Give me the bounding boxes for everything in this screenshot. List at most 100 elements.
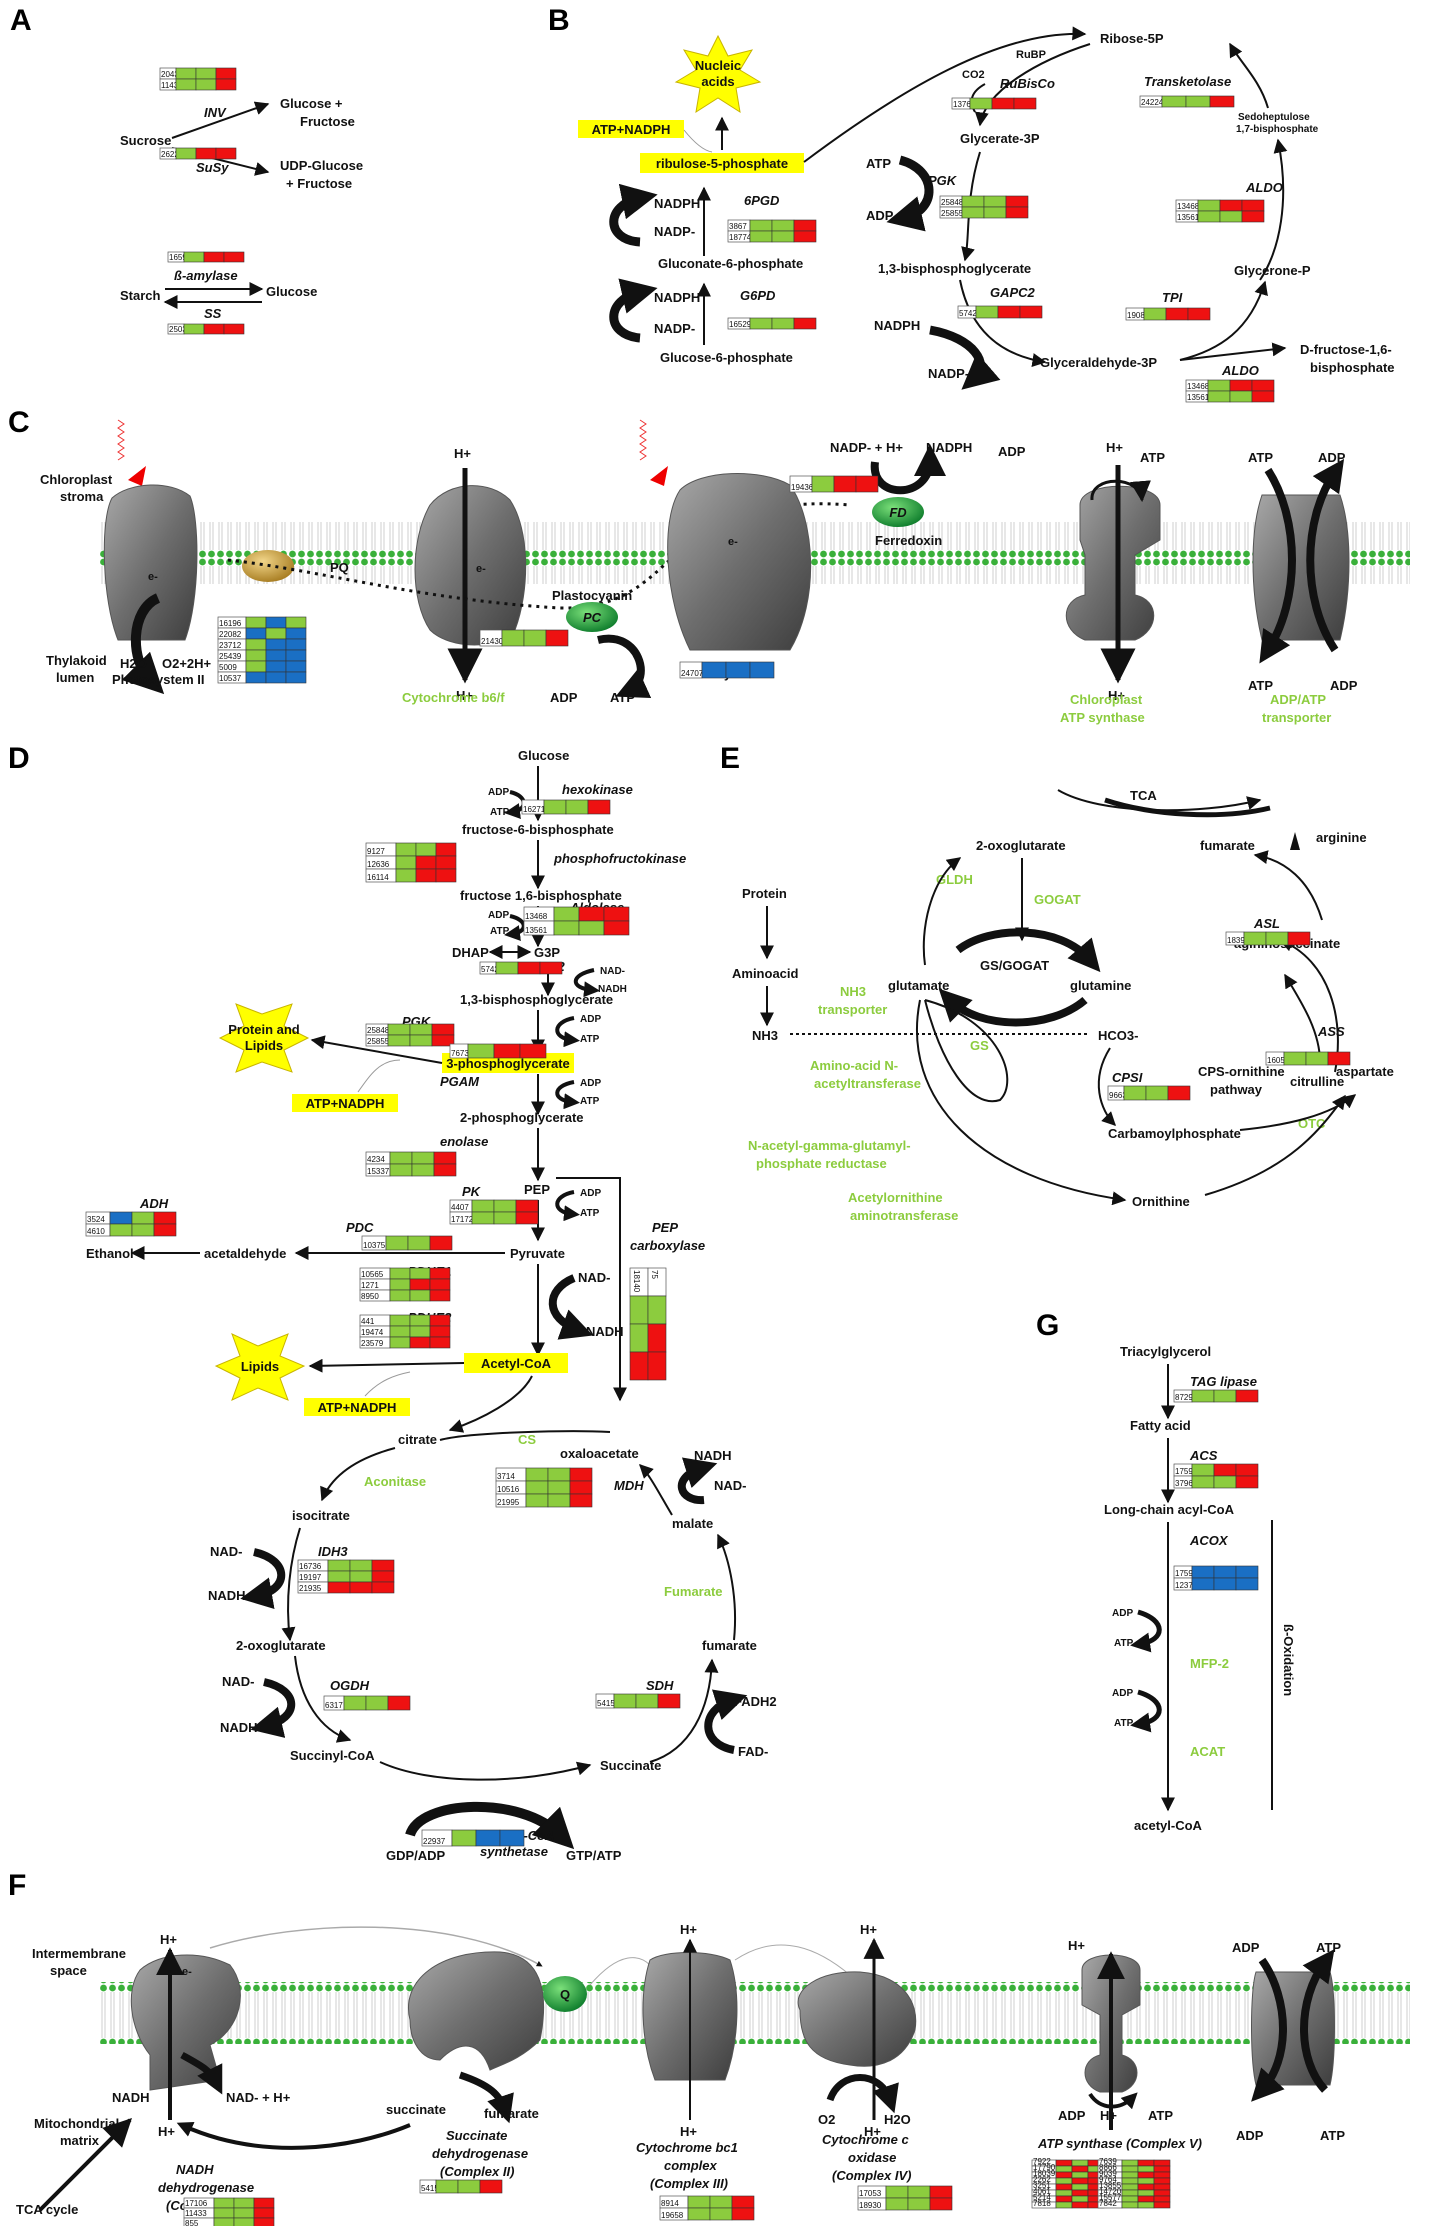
heatmap-cell bbox=[749, 661, 775, 679]
gene-id: 18039 bbox=[1033, 2169, 1056, 2178]
fbp-label-2: bisphosphate bbox=[1310, 360, 1395, 375]
nad-label-idh: NAD- bbox=[210, 1544, 243, 1559]
heatmap-cell bbox=[1153, 2201, 1171, 2209]
enzyme-transketolase: Transketolase bbox=[1144, 74, 1231, 89]
aconitase-label: Aconitase bbox=[364, 1474, 426, 1489]
heatmap-cell bbox=[349, 1581, 373, 1594]
atp-nadph-label: ATP+NADPH bbox=[592, 122, 671, 137]
heatmap-sdh: 5415 bbox=[595, 1693, 681, 1709]
heatmap-cell bbox=[389, 1289, 411, 1302]
heatmap-cell bbox=[1251, 390, 1275, 403]
carbamoylphosphate-label: Carbamoylphosphate bbox=[1108, 1126, 1241, 1141]
heatmap-cell bbox=[603, 906, 630, 922]
glutamate-label: glutamate bbox=[888, 978, 949, 993]
fumarate-label-d: fumarate bbox=[702, 1638, 757, 1653]
succinate-label-f: succinate bbox=[386, 2102, 446, 2117]
heatmap-cell bbox=[471, 1199, 495, 1213]
heatmap-cell bbox=[233, 2217, 255, 2229]
heatmap-cell bbox=[929, 2197, 953, 2211]
oxo-label-d: 2-oxoglutarate bbox=[236, 1638, 326, 1653]
heatmap-cell bbox=[1137, 2165, 1155, 2173]
heatmap-cell bbox=[387, 1034, 411, 1047]
heatmap-cell bbox=[411, 1151, 435, 1165]
hplus-c4-bottom: H+ bbox=[864, 2124, 881, 2139]
enzyme-asl: ASL bbox=[1253, 916, 1280, 931]
heatmap-cell bbox=[1251, 379, 1275, 392]
heatmap-cell bbox=[285, 660, 307, 673]
complex-i-label-1: NADH bbox=[176, 2162, 214, 2177]
heatmap-inv: 20435 11435 bbox=[159, 67, 237, 91]
heatmap-cell bbox=[771, 219, 795, 232]
heatmap-tpi: 1908 bbox=[1125, 307, 1211, 321]
heatmap-cell bbox=[183, 251, 205, 263]
heatmap-cell bbox=[429, 1314, 451, 1327]
gene-id: 11435 bbox=[161, 81, 183, 90]
gene-id: 16271 bbox=[523, 805, 546, 814]
gene-id: 13561 bbox=[1177, 213, 1200, 222]
heatmap-cell bbox=[1243, 931, 1267, 946]
adp-label-aldo: ADP bbox=[488, 910, 509, 921]
heatmap-cell bbox=[467, 1043, 495, 1059]
bisphosphoglycerate-label: 1,3-bisphosphoglycerate bbox=[878, 261, 1031, 276]
gene-id: 8950 bbox=[361, 1292, 379, 1301]
gene-id: 17172 bbox=[451, 1215, 474, 1224]
gene-id: 8729 bbox=[1175, 1393, 1193, 1402]
heatmap-cell bbox=[635, 1693, 659, 1709]
heatmap-cell bbox=[1165, 307, 1189, 321]
panel-label-b: B bbox=[548, 4, 570, 37]
gene-id: 441 bbox=[361, 1317, 375, 1326]
complex-i-label-2: dehydrogenase bbox=[158, 2180, 254, 2195]
heatmap-cell bbox=[1229, 379, 1253, 392]
heatmap-cell bbox=[515, 1199, 539, 1213]
cps-pathway-label-1: CPS-ornithine bbox=[1198, 1064, 1285, 1079]
fd-shape bbox=[872, 497, 924, 527]
enzyme-ass: ASS bbox=[1317, 1024, 1345, 1039]
2pga-label: 2-phosphoglycerate bbox=[460, 1110, 584, 1125]
complex-iv-label-3: (Complex IV) bbox=[832, 2168, 911, 2183]
gene-id: 16057 bbox=[1267, 1056, 1290, 1065]
gene-id: 2503 bbox=[169, 325, 187, 334]
gene-id: 9127 bbox=[367, 847, 385, 856]
complex-iii-label-1: Cytochrome bc1 bbox=[636, 2140, 738, 2155]
heatmap-cell bbox=[175, 147, 197, 160]
heatmap-cell bbox=[749, 230, 773, 243]
heatmap-cell bbox=[517, 961, 541, 975]
heatmap-cell bbox=[131, 1211, 155, 1225]
heatmap-cell bbox=[433, 1151, 457, 1165]
gene-id: 13561 bbox=[525, 926, 548, 935]
ribulose-5-phosphate-label: ribulose-5-phosphate bbox=[656, 156, 788, 171]
nadh-label-mdh: NADH bbox=[694, 1448, 732, 1463]
heatmap-cell bbox=[1241, 199, 1265, 212]
heatmap-cell bbox=[793, 317, 817, 330]
gene-id: 20435 bbox=[161, 70, 184, 79]
complex-iv-shape bbox=[797, 1971, 917, 2067]
bpg-label-d: 1,3-bisphosphoglycerate bbox=[460, 992, 613, 1007]
gene-id: 13468 bbox=[1177, 202, 1200, 211]
heatmap-cell bbox=[569, 1467, 593, 1482]
enzyme-pk: PK bbox=[462, 1184, 482, 1199]
matrix-label-2: matrix bbox=[60, 2133, 100, 2148]
heatmap-cell bbox=[395, 855, 417, 870]
heatmap-cell bbox=[1197, 199, 1221, 212]
heatmap-cell bbox=[547, 1493, 571, 1508]
heatmap-cell bbox=[435, 855, 457, 870]
heatmap-cell bbox=[435, 2179, 459, 2194]
heatmap-cell bbox=[1071, 2201, 1089, 2209]
stroma-label-1: Chloroplast bbox=[40, 472, 113, 487]
e-label-ps2: e- bbox=[148, 571, 158, 583]
gsgogat-label: GS/GOGAT bbox=[980, 958, 1049, 973]
heatmap-cell bbox=[1305, 1051, 1329, 1066]
gene-id: 23712 bbox=[219, 641, 242, 650]
nadh-label-idh: NADH bbox=[208, 1588, 246, 1603]
scs-label-2: synthetase bbox=[480, 1844, 548, 1859]
gene-id: 11433 bbox=[185, 2209, 207, 2218]
heatmap-cell bbox=[195, 78, 217, 91]
heatmap-cell bbox=[1121, 2183, 1139, 2191]
